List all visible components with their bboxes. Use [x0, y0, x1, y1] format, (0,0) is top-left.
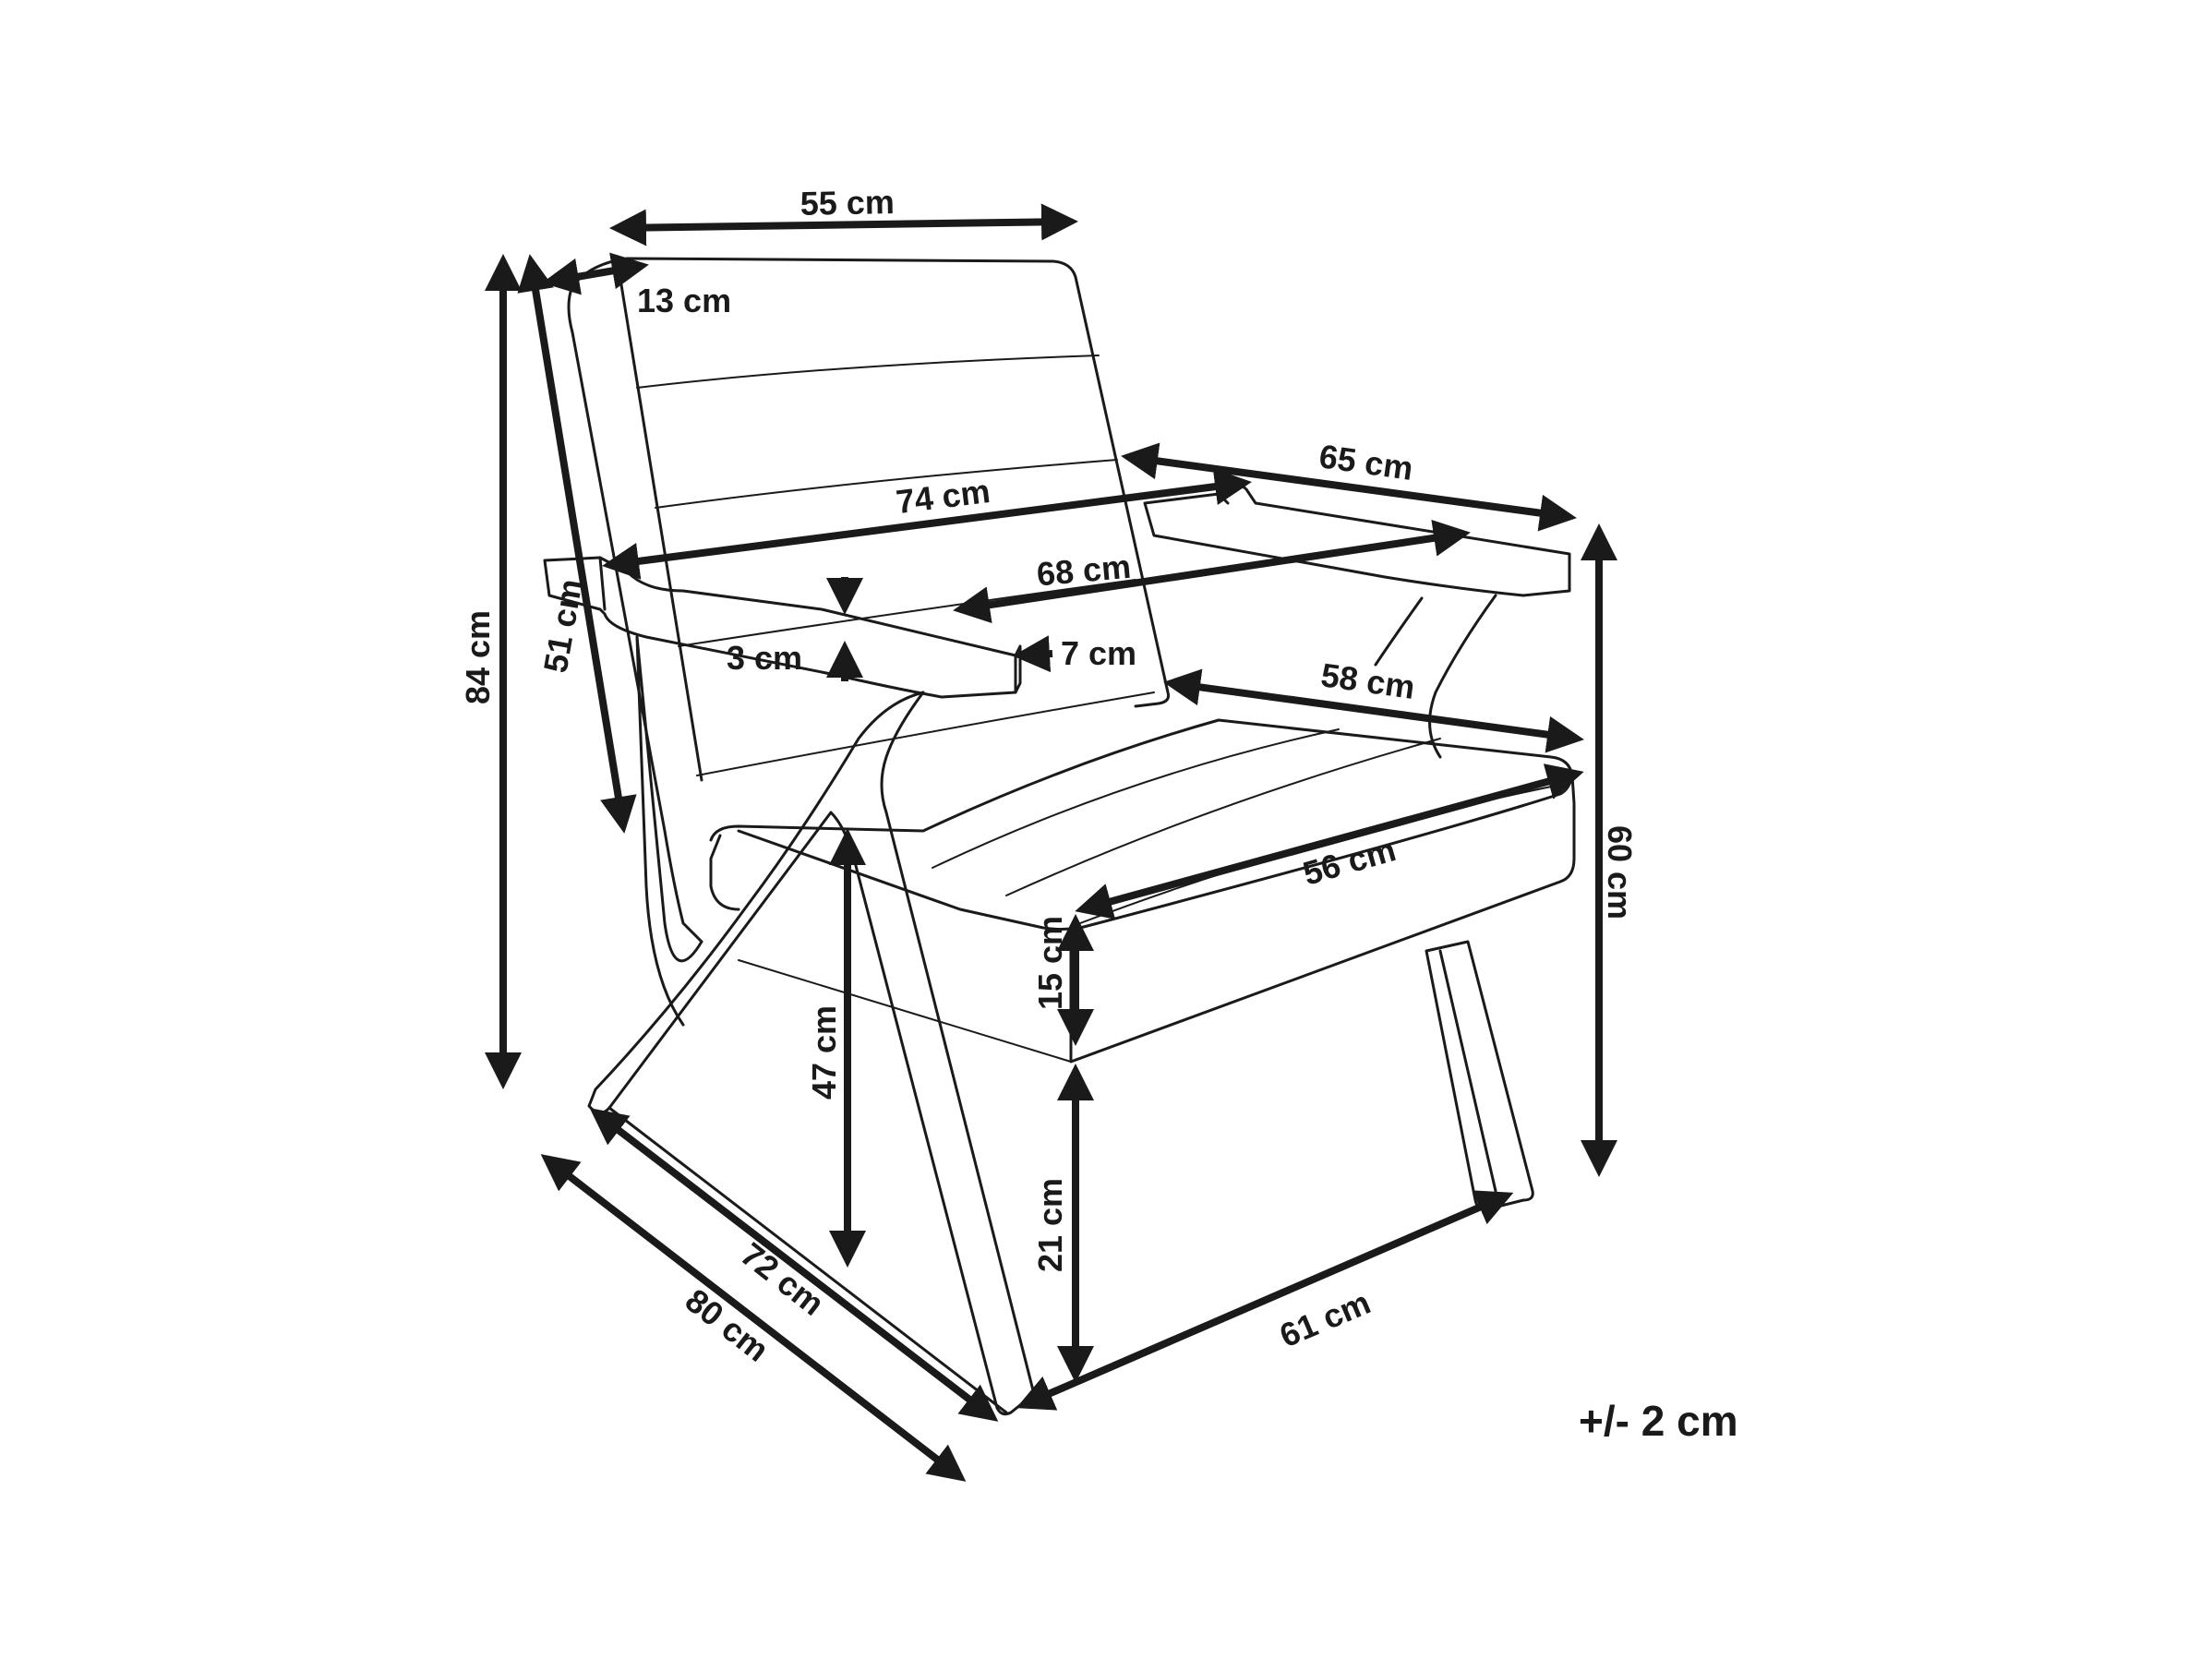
inner-width-arrow: [953, 519, 1471, 624]
backrest-height-arrow: [517, 254, 637, 834]
tolerance-label: +/- 2 cm: [1579, 1397, 1738, 1445]
armrest-length-label: 65 cm: [1316, 437, 1415, 487]
overall-depth-arrow: [540, 1154, 967, 1482]
armrest-width-arrow: [1013, 635, 1053, 673]
dimension-arrows: [485, 203, 1617, 1482]
seat-height-label: 47 cm: [805, 1005, 843, 1100]
backrest-width-arrow: [609, 203, 1078, 246]
backrest-height-label: 51 cm: [536, 576, 590, 676]
base-width-arrow: [1016, 1190, 1514, 1411]
seat-depth-arrow: [1075, 763, 1584, 920]
cushion-height-label: 15 cm: [1031, 916, 1069, 1010]
armrest-length-arrow: [1121, 442, 1577, 532]
arm-height-label: 60 cm: [1601, 825, 1639, 920]
leg-height-label: 21 cm: [1031, 1178, 1069, 1272]
seat-depth-top-label: 58 cm: [1318, 655, 1417, 706]
inner-width-label: 68 cm: [1035, 547, 1132, 594]
armrest-width-label: 7 cm: [1061, 634, 1136, 672]
armrest-thickness-label: 3 cm: [727, 639, 802, 677]
backrest-depth-label: 13 cm: [637, 282, 731, 319]
backrest-width-label: 55 cm: [799, 183, 895, 222]
seat-depth-top-arrow: [1163, 668, 1584, 753]
total-height-label: 84 cm: [459, 610, 497, 704]
